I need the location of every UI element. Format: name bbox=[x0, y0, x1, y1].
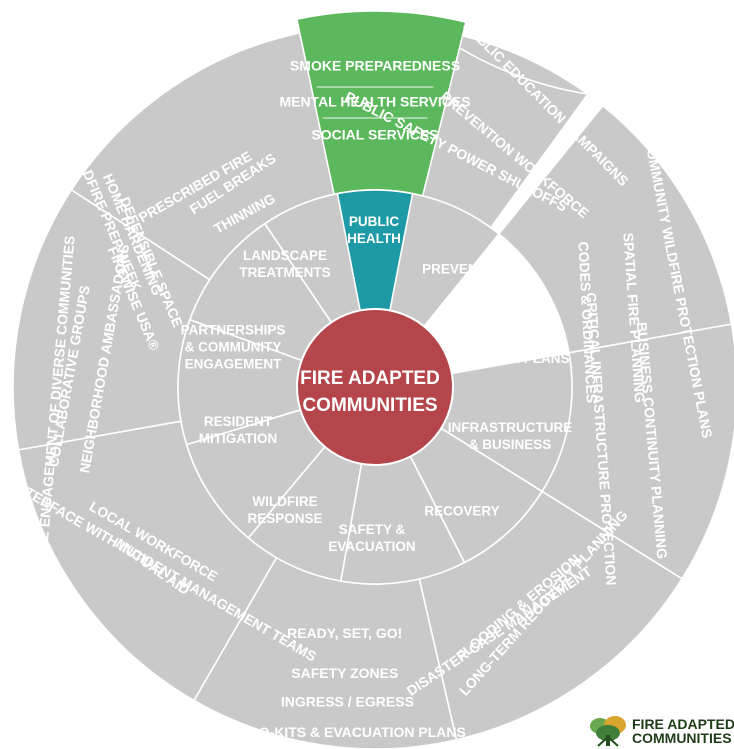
logo-line-1: FIRE ADAPTED bbox=[632, 716, 734, 732]
outer-item-safety-2: INGRESS / EGRESS bbox=[281, 694, 414, 710]
middle-label-infrastructure: INFRASTRUCTURE bbox=[448, 420, 573, 435]
middle-label-resident-mitigation: RESIDENT bbox=[204, 414, 273, 429]
outer-item-public-health-1: MENTAL HEALTH SERVICES bbox=[279, 94, 470, 110]
middle-label-partnerships: PARTNERSHIPS bbox=[181, 323, 286, 338]
center-title: FIRE ADAPTED bbox=[300, 368, 440, 389]
middle-label-partnerships: & COMMUNITY bbox=[185, 340, 282, 355]
middle-label-prevention: PREVENTION bbox=[422, 262, 510, 277]
center-circle-group: FIRE ADAPTED COMMUNITIES bbox=[296, 308, 454, 466]
middle-label-wildfire-response: RESPONSE bbox=[247, 511, 322, 526]
tree-logo-icon bbox=[590, 716, 626, 747]
outer-ring bbox=[12, 24, 734, 749]
logo-line-2: COMMUNITIES bbox=[632, 730, 732, 746]
outer-item-public-health-0: SMOKE PREPAREDNESS bbox=[290, 58, 460, 74]
middle-label-public-health: HEALTH bbox=[347, 231, 401, 246]
middle-label-landscape: LANDSCAPE bbox=[243, 248, 327, 263]
middle-label-public-health: PUBLIC bbox=[349, 214, 400, 229]
middle-label-safety: SAFETY & bbox=[339, 522, 406, 537]
middle-label-wildfire-response: WILDFIRE bbox=[252, 494, 317, 509]
middle-label-safety: EVACUATION bbox=[328, 539, 415, 554]
outer-item-safety-0: READY, SET, GO! bbox=[287, 625, 402, 641]
middle-label-partnerships: ENGAGEMENT bbox=[185, 357, 283, 372]
outer-item-safety-1: SAFETY ZONES bbox=[291, 665, 398, 681]
middle-label-regulations: POLICY & PLANS bbox=[456, 351, 569, 366]
middle-label-landscape: TREATMENTS bbox=[239, 265, 330, 280]
middle-label-infrastructure: & BUSINESS bbox=[469, 437, 552, 452]
middle-label-resident-mitigation: MITIGATION bbox=[199, 431, 278, 446]
center-circle bbox=[296, 308, 454, 466]
middle-label-recovery: RECOVERY bbox=[424, 504, 499, 519]
fac-logo: FIRE ADAPTED COMMUNITIES bbox=[582, 713, 734, 749]
outer-item-safety-3: GO-KITS & EVACUATION PLANS bbox=[248, 724, 466, 740]
middle-label-regulations: REGULATIONS, bbox=[463, 334, 564, 349]
outer-item-public-health-2: SOCIAL SERVICES bbox=[311, 127, 438, 143]
middle-labels: LANDSCAPE TREATMENTS PUBLIC HEALTH PREVENTIO… bbox=[181, 214, 573, 554]
center-title: COMMUNITIES bbox=[302, 395, 437, 416]
